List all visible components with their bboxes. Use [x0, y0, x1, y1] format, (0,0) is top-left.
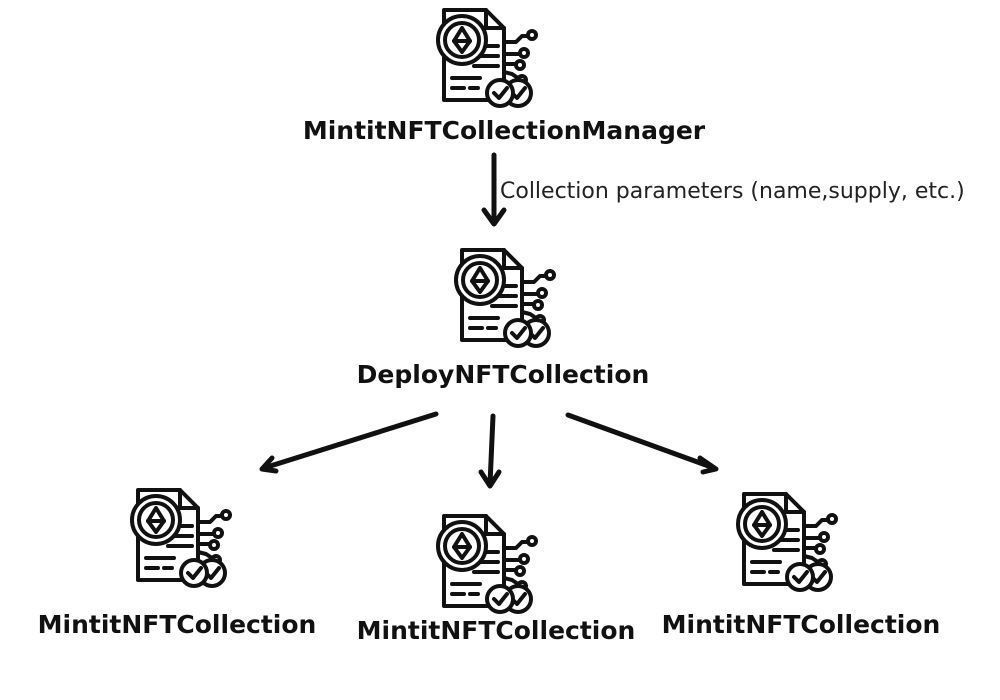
deploy-node: DeployNFTCollection [357, 248, 650, 389]
edge-line [565, 412, 717, 471]
arrow-head [259, 455, 279, 474]
manager-node-label: MintitNFTCollectionManager [303, 116, 706, 145]
collection-node-center: MintitNFTCollection [357, 514, 636, 645]
arrow-head [478, 469, 502, 489]
arrow-head [481, 207, 507, 227]
collection-center-label: MintitNFTCollection [357, 616, 636, 645]
collection-node-right: MintitNFTCollection [662, 492, 941, 639]
edge-deploy-to-right [565, 412, 719, 475]
edge-deploy-to-center [478, 413, 502, 489]
arrow-head [697, 455, 719, 475]
edge-line [487, 413, 496, 487]
smart-contract-document-icon [736, 492, 838, 592]
edge-deploy-to-left [259, 411, 439, 474]
collection-right-label: MintitNFTCollection [662, 610, 941, 639]
smart-contract-document-icon [436, 514, 538, 614]
smart-contract-document-icon [436, 8, 538, 108]
edge-line [261, 411, 439, 471]
edge-manager-to-deploy: Collection parameters (name,supply, etc.… [481, 152, 965, 227]
smart-contract-document-icon [454, 248, 556, 348]
edge-label-collection-parameters: Collection parameters (name,supply, etc.… [500, 179, 965, 204]
collection-left-label: MintitNFTCollection [38, 610, 317, 639]
deploy-node-label: DeployNFTCollection [357, 360, 650, 389]
manager-node: MintitNFTCollectionManager [303, 8, 706, 145]
smart-contract-document-icon [130, 488, 232, 588]
collection-node-left: MintitNFTCollection [38, 488, 317, 639]
